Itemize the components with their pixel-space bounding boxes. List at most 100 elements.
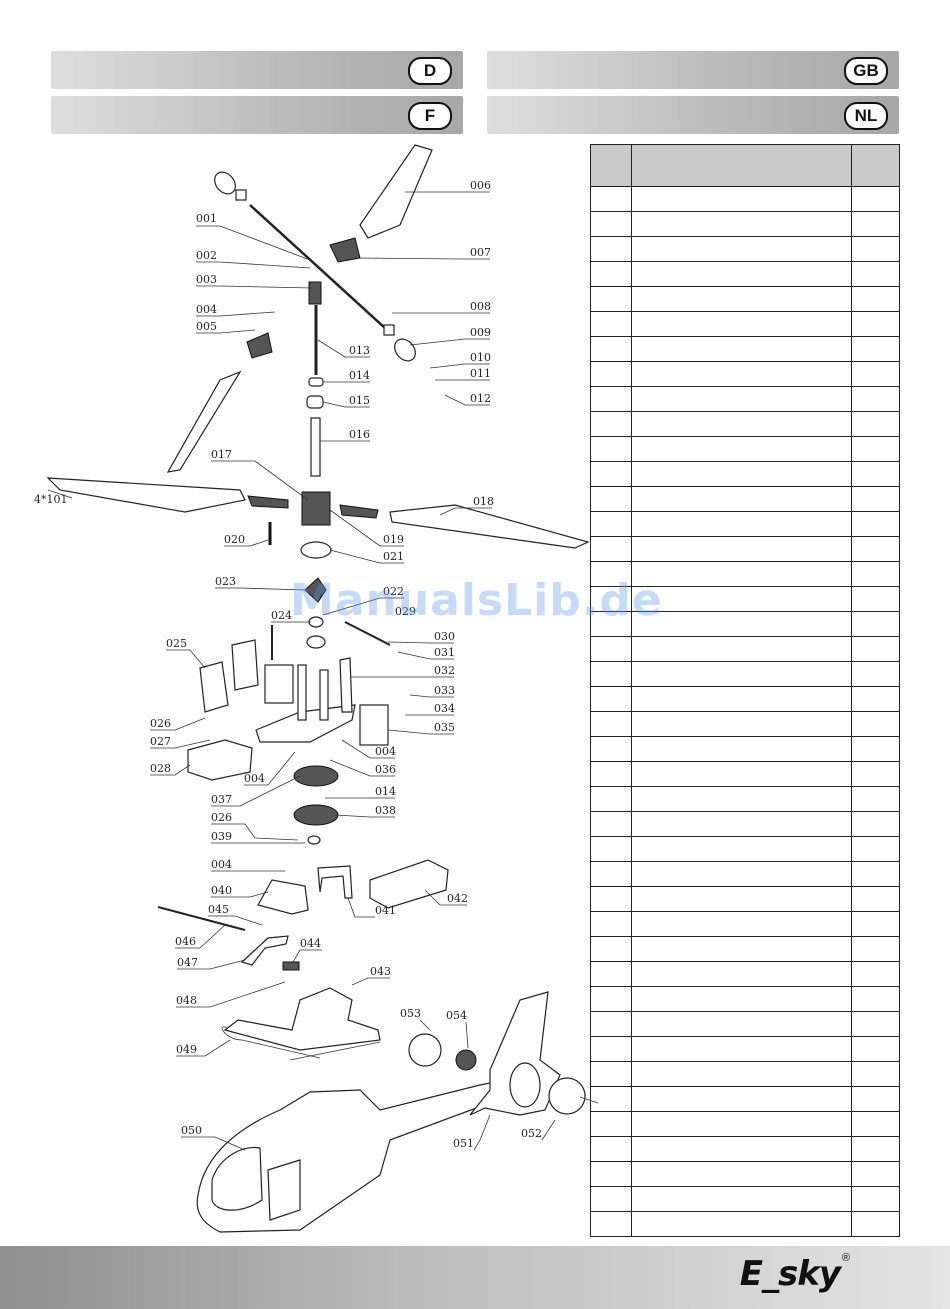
table-cell	[590, 1011, 632, 1037]
landing-gear-049	[223, 987, 381, 1051]
table-cell	[631, 336, 852, 362]
table-cell	[631, 886, 852, 912]
flybar-weight-left	[214, 171, 236, 195]
table-cell	[631, 686, 852, 712]
table-row	[590, 1161, 900, 1187]
rod-046	[157, 906, 246, 931]
table-cell	[631, 461, 852, 487]
table-cell	[631, 1186, 852, 1212]
table-row	[590, 761, 900, 787]
part-label: 048	[176, 994, 197, 1007]
table-cell	[851, 286, 900, 312]
parts-table-header	[590, 144, 900, 187]
language-badge-nl: NL	[844, 102, 888, 130]
part-label: 037	[211, 793, 232, 806]
table-cell	[590, 711, 632, 737]
table-cell	[631, 786, 852, 812]
header-bar-gb: GB	[487, 51, 899, 89]
upper-blade-right	[359, 144, 433, 239]
table-row	[590, 211, 900, 237]
part-label: 054	[446, 1009, 467, 1022]
table-cell	[851, 1186, 900, 1212]
part-label: 014	[349, 369, 370, 382]
table-cell	[631, 536, 852, 562]
table-row	[590, 436, 900, 462]
col-quantity	[851, 144, 900, 187]
part-label: 022	[383, 585, 404, 598]
table-cell	[851, 1211, 900, 1237]
table-cell	[590, 336, 632, 362]
table-row	[590, 686, 900, 712]
table-cell	[851, 1061, 900, 1087]
table-cell	[851, 261, 900, 287]
part-label: 049	[176, 1043, 197, 1056]
table-row	[590, 511, 900, 537]
table-cell	[590, 286, 632, 312]
part-label: 040	[211, 884, 232, 897]
table-cell	[590, 1036, 632, 1062]
table-cell	[851, 1136, 900, 1162]
table-cell	[851, 1086, 900, 1112]
table-cell	[851, 736, 900, 762]
part-label: 008	[470, 300, 491, 313]
table-cell	[631, 236, 852, 262]
exploded-diagram: 0010020030040050060070080090100110120130…	[34, 144, 599, 1233]
part-label: 4*101	[34, 493, 68, 506]
swash-ring-021	[300, 541, 332, 559]
table-row	[590, 636, 900, 662]
table-cell	[631, 861, 852, 887]
part-label: 045	[208, 903, 229, 916]
part-label: 043	[370, 965, 391, 978]
table-cell	[631, 211, 852, 237]
swash-bearing-lower	[306, 635, 326, 649]
table-row	[590, 1111, 900, 1137]
table-cell	[851, 936, 900, 962]
part-label: 004	[375, 745, 396, 758]
table-cell	[851, 761, 900, 787]
part-label: 036	[375, 763, 396, 776]
table-cell	[631, 586, 852, 612]
table-cell	[851, 311, 900, 337]
table-row	[590, 711, 900, 737]
part-label: 004	[244, 772, 265, 785]
table-cell	[851, 886, 900, 912]
part-label: 004	[211, 858, 232, 871]
header-bar-nl: NL	[487, 96, 899, 134]
swashplate-023	[304, 577, 327, 603]
leader-lines	[47, 191, 556, 1151]
part-label: 010	[470, 351, 491, 364]
table-cell	[590, 661, 632, 687]
col-number	[590, 144, 632, 187]
receiver-028	[187, 739, 253, 781]
footer-bar: E_sky ®	[0, 1246, 950, 1309]
table-row	[590, 1061, 900, 1087]
table-cell	[851, 236, 900, 262]
table-cell	[851, 711, 900, 737]
table-cell	[590, 361, 632, 387]
bearing-015	[306, 395, 324, 409]
lower-blade-left	[46, 477, 246, 513]
gear-038	[293, 804, 339, 826]
table-cell	[631, 811, 852, 837]
table-cell	[851, 986, 900, 1012]
table-row	[590, 661, 900, 687]
table-row	[590, 836, 900, 862]
language-badge-gb: GB	[844, 57, 888, 85]
language-badge-d: D	[408, 57, 452, 85]
table-cell	[851, 1011, 900, 1037]
table-row	[590, 311, 900, 337]
table-cell	[851, 1111, 900, 1137]
esky-logo: E_sky	[739, 1254, 841, 1294]
part-label: 007	[470, 246, 491, 259]
table-row	[590, 1186, 900, 1212]
bracket-040	[257, 879, 309, 915]
part-label: 035	[434, 721, 455, 734]
table-cell	[631, 1136, 852, 1162]
gear-037	[293, 765, 339, 787]
table-cell	[631, 1036, 852, 1062]
part-label: 021	[383, 550, 404, 563]
table-row	[590, 486, 900, 512]
table-cell	[631, 761, 852, 787]
table-cell	[590, 836, 632, 862]
table-cell	[631, 986, 852, 1012]
